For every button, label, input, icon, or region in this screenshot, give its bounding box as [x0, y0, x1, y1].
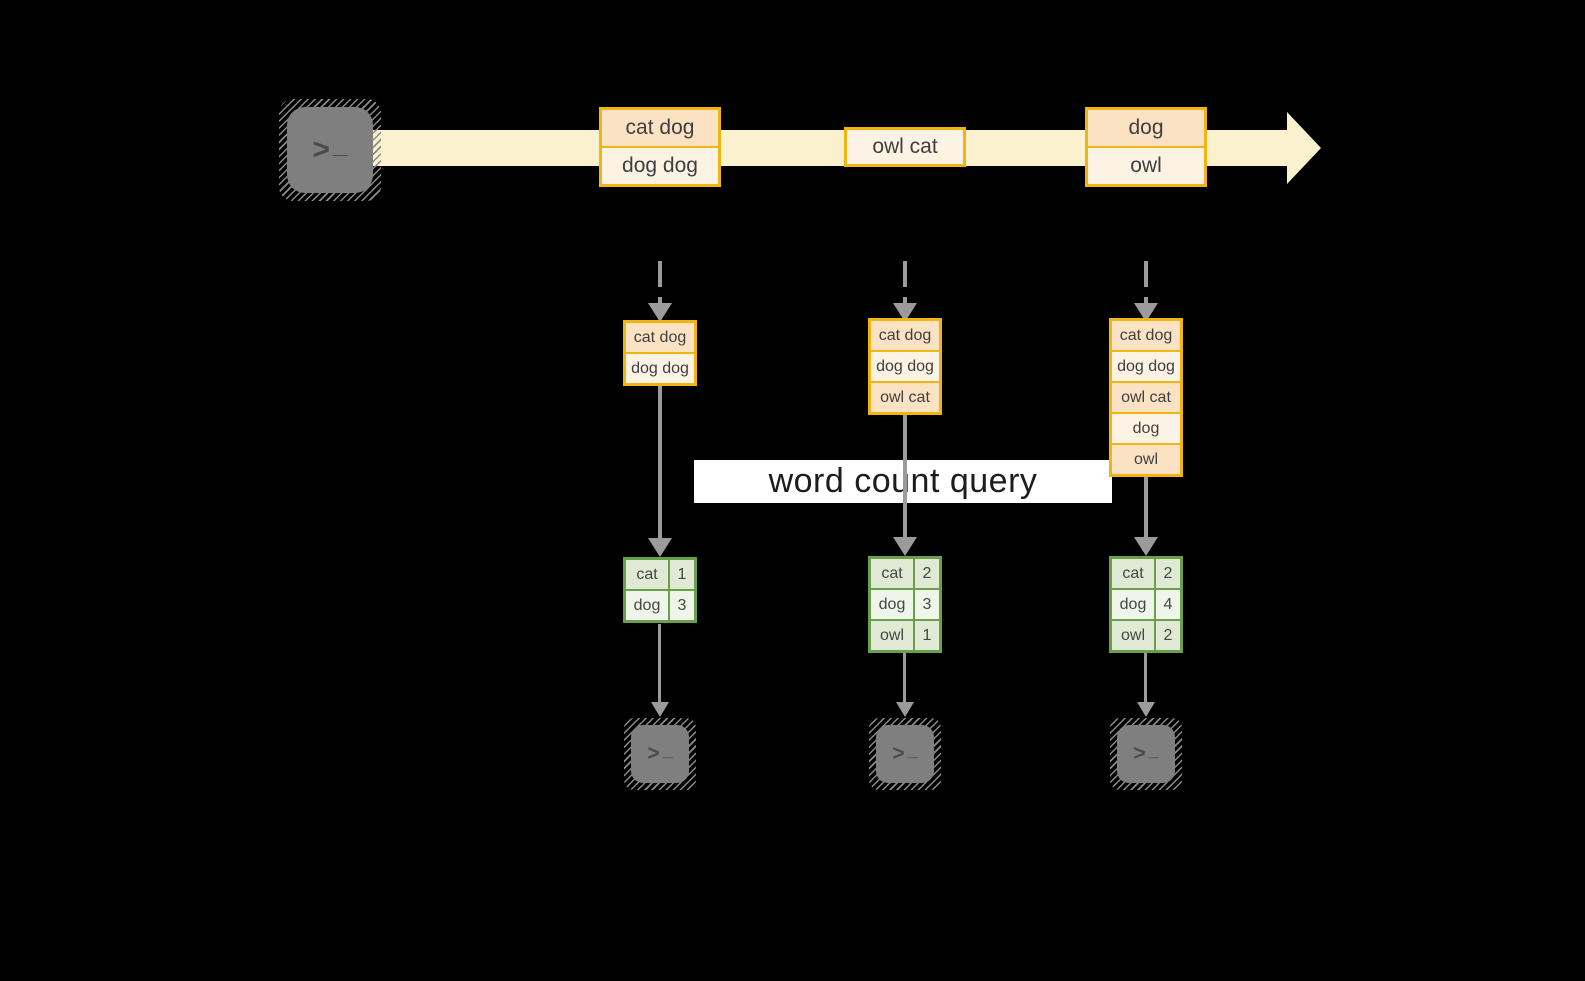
query-arrowhead-icon [1134, 537, 1158, 556]
count-row: owl 1 [871, 621, 939, 650]
dashed-arrow-line [658, 261, 662, 305]
query-arrow-line [903, 415, 907, 537]
buffer-box-1: cat dog dog dog [623, 320, 697, 386]
stream-cell: dog dog [602, 148, 718, 184]
stream-event-box-2: owl cat [844, 127, 966, 167]
terminal-chevron-glyph: > [312, 133, 331, 166]
output-arrow-line [1144, 652, 1147, 704]
terminal-chevron-glyph: > [1133, 742, 1146, 765]
stream-event-box-3: dog owl [1085, 107, 1207, 187]
source-terminal-icon: > _ [279, 99, 381, 201]
terminal-underscore-glyph: _ [907, 739, 918, 760]
count-cell: 2 [1156, 621, 1180, 650]
stream-cell: owl cat [847, 130, 963, 164]
buffer-cell: dog dog [871, 352, 939, 381]
terminal-prompt-icon: > _ [1117, 725, 1175, 783]
output-terminal-icon-3: > _ [1110, 718, 1182, 790]
buffer-box-2: cat dog dog dog owl cat [868, 318, 942, 415]
stream-cell: dog [1088, 110, 1204, 146]
count-row: dog 3 [871, 590, 939, 619]
word-cell: owl [1112, 621, 1154, 650]
buffer-cell: cat dog [871, 321, 939, 350]
output-arrow-line [903, 652, 906, 704]
count-row: cat 2 [871, 559, 939, 588]
count-table-2: cat 2 dog 3 owl 1 [868, 556, 942, 653]
count-cell: 4 [1156, 590, 1180, 619]
output-arrowhead-icon [651, 702, 669, 717]
buffer-cell: owl cat [1112, 383, 1180, 412]
output-arrow-line [658, 624, 661, 704]
buffer-cell: dog [1112, 414, 1180, 443]
dashed-arrow-line [903, 261, 907, 305]
terminal-chevron-glyph: > [647, 742, 660, 765]
count-cell: 3 [670, 591, 694, 620]
word-cell: dog [1112, 590, 1154, 619]
terminal-underscore-glyph: _ [662, 739, 673, 760]
count-row: dog 4 [1112, 590, 1180, 619]
count-cell: 2 [915, 559, 939, 588]
output-arrowhead-icon [896, 702, 914, 717]
buffer-cell: dog dog [626, 354, 694, 383]
word-cell: owl [871, 621, 913, 650]
stream-cell: cat dog [602, 110, 718, 146]
count-row: cat 1 [626, 560, 694, 589]
word-cell: cat [1112, 559, 1154, 588]
count-row: owl 2 [1112, 621, 1180, 650]
stream-arrowhead-icon [1287, 112, 1321, 184]
stream-event-box-1: cat dog dog dog [599, 107, 721, 187]
terminal-prompt-icon: > _ [631, 725, 689, 783]
output-arrowhead-icon [1137, 702, 1155, 717]
count-cell: 3 [915, 590, 939, 619]
count-table-3: cat 2 dog 4 owl 2 [1109, 556, 1183, 653]
count-row: dog 3 [626, 591, 694, 620]
output-terminal-icon-1: > _ [624, 718, 696, 790]
output-terminal-icon-2: > _ [869, 718, 941, 790]
buffer-cell: dog dog [1112, 352, 1180, 381]
query-arrow-line [658, 386, 662, 538]
terminal-underscore-glyph: _ [1148, 739, 1159, 760]
buffer-cell: cat dog [626, 323, 694, 352]
count-cell: 1 [915, 621, 939, 650]
dashed-arrowhead-icon [648, 303, 672, 322]
terminal-chevron-glyph: > [892, 742, 905, 765]
count-cell: 2 [1156, 559, 1180, 588]
word-cell: dog [626, 591, 668, 620]
terminal-prompt-icon: > _ [287, 107, 373, 193]
terminal-prompt-icon: > _ [876, 725, 934, 783]
buffer-box-3: cat dog dog dog owl cat dog owl [1109, 318, 1183, 477]
dashed-arrow-line [1144, 261, 1148, 305]
buffer-cell: cat dog [1112, 321, 1180, 350]
dashed-arrowhead-icon [1134, 303, 1158, 322]
count-table-1: cat 1 dog 3 [623, 557, 697, 623]
buffer-cell: owl cat [871, 383, 939, 412]
query-arrowhead-icon [648, 538, 672, 557]
count-row: cat 2 [1112, 559, 1180, 588]
query-arrow-line [1144, 477, 1148, 537]
dashed-arrowhead-icon [893, 303, 917, 322]
count-cell: 1 [670, 560, 694, 589]
word-cell: cat [626, 560, 668, 589]
stream-cell: owl [1088, 148, 1204, 184]
buffer-cell: owl [1112, 445, 1180, 474]
word-cell: dog [871, 590, 913, 619]
query-label: word count query [768, 462, 1038, 500]
query-arrowhead-icon [893, 537, 917, 556]
terminal-underscore-glyph: _ [333, 128, 348, 159]
word-cell: cat [871, 559, 913, 588]
